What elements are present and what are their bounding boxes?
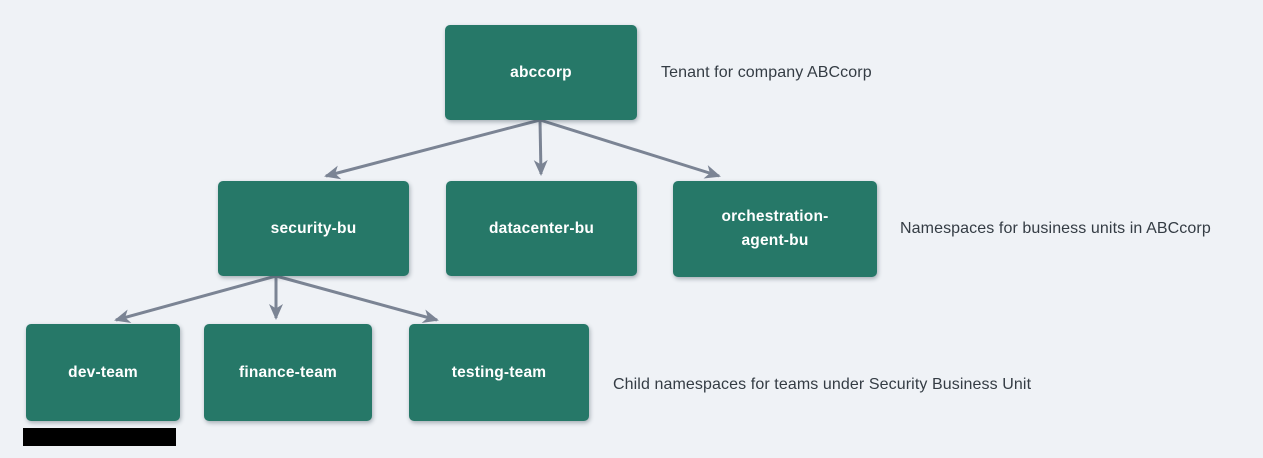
- node-abccorp-label: abccorp: [510, 63, 572, 81]
- annotation-tenant: Tenant for company ABCcorp: [661, 64, 872, 81]
- node-datacenter-bu-label: datacenter-bu: [488, 219, 595, 237]
- node-security-bu: security-bu: [218, 181, 409, 276]
- redaction-bar: [23, 428, 176, 446]
- node-datacenter-bu: datacenter-bu: [446, 181, 637, 276]
- arrows-security-to-teams: [114, 274, 439, 324]
- node-orchestration-agent-bu-label: orchestration-agent-bu: [721, 208, 829, 249]
- arrow-security-bu-to-dev-team: [114, 274, 277, 324]
- annotation-teams: Child namespaces for teams under Securit…: [613, 376, 1032, 393]
- arrows-tenant-to-business-units: [324, 118, 721, 180]
- arrow-abccorp-to-security-bu: [324, 118, 541, 180]
- node-security-bu-label: security-bu: [270, 219, 357, 237]
- arrow-abccorp-to-datacenter-bu: [533, 119, 548, 176]
- node-testing-team-label: testing-team: [451, 363, 547, 381]
- arrow-security-bu-to-testing-team: [275, 274, 439, 324]
- node-abccorp: abccorp: [445, 25, 637, 120]
- node-finance-team-label: finance-team: [238, 363, 337, 381]
- arrow-abccorp-to-orchestration-agent-bu: [539, 118, 721, 179]
- node-testing-team: testing-team: [409, 324, 589, 421]
- node-dev-team-label: dev-team: [68, 363, 138, 381]
- node-finance-team: finance-team: [204, 324, 372, 421]
- annotation-business-units: Namespaces for business units in ABCcorp: [900, 220, 1211, 237]
- node-orchestration-agent-bu: orchestration-agent-bu: [673, 181, 877, 277]
- node-dev-team: dev-team: [26, 324, 180, 421]
